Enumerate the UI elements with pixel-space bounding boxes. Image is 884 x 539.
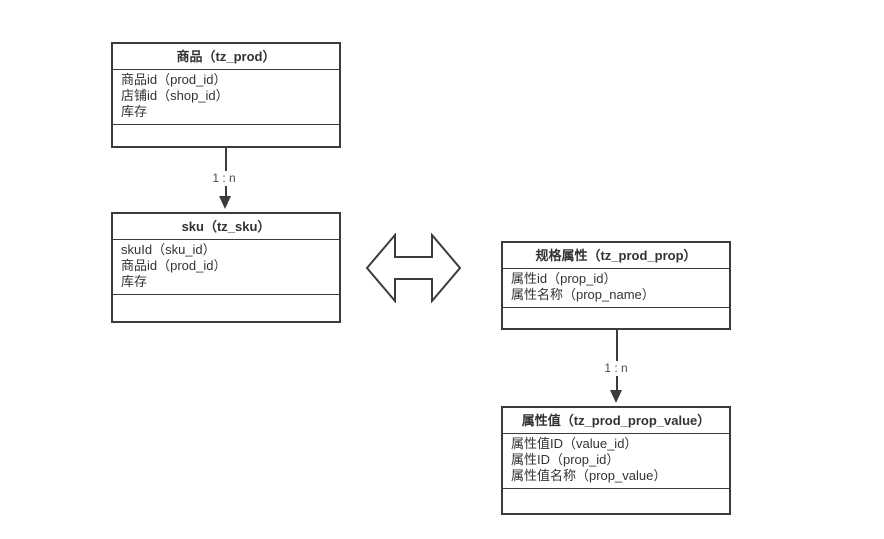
entity-sku-title: sku（tz_sku） <box>113 214 339 240</box>
entity-prod-prop-title: 规格属性（tz_prod_prop） <box>503 243 729 269</box>
entity-sku-footer <box>113 295 339 321</box>
entity-prod-fields: 商品id（prod_id） 店铺id（shop_id） 库存 <box>113 70 339 125</box>
entity-prod-prop: 规格属性（tz_prod_prop） 属性id（prop_id） 属性名称（pr… <box>501 241 731 330</box>
entity-prod-prop-value: 属性值（tz_prod_prop_value） 属性值ID（value_id） … <box>501 406 731 515</box>
connector-prop-value-line <box>616 330 618 390</box>
field: 属性名称（prop_name） <box>511 287 655 302</box>
field: skuId（sku_id） <box>121 242 216 257</box>
field: 属性ID（prop_id） <box>511 452 620 467</box>
field: 店铺id（shop_id） <box>121 88 229 103</box>
field: 商品id（prod_id） <box>121 258 227 273</box>
entity-sku: sku（tz_sku） skuId（sku_id） 商品id（prod_id） … <box>111 212 341 323</box>
connector-prop-value-label: 1 : n <box>594 361 638 376</box>
entity-prod-prop-footer <box>503 308 729 328</box>
connector-prop-value-arrowhead-icon <box>610 390 622 403</box>
double-arrow-icon <box>365 233 462 303</box>
field: 商品id（prod_id） <box>121 72 227 87</box>
entity-sku-fields: skuId（sku_id） 商品id（prod_id） 库存 <box>113 240 339 295</box>
entity-prod-prop-value-fields: 属性值ID（value_id） 属性ID（prop_id） 属性值名称（prop… <box>503 434 729 489</box>
connector-prod-sku-label: 1 : n <box>202 171 246 186</box>
entity-prod-prop-value-footer <box>503 489 729 513</box>
entity-prod: 商品（tz_prod） 商品id（prod_id） 店铺id（shop_id） … <box>111 42 341 148</box>
field: 属性值ID（value_id） <box>511 436 638 451</box>
field: 属性值名称（prop_value） <box>511 468 667 483</box>
field: 库存 <box>121 104 148 119</box>
entity-prod-footer <box>113 125 339 146</box>
connector-prod-sku-arrowhead-icon <box>219 196 231 209</box>
field: 属性id（prop_id） <box>511 271 617 286</box>
field: 库存 <box>121 274 148 289</box>
entity-prod-title: 商品（tz_prod） <box>113 44 339 70</box>
entity-prod-prop-value-title: 属性值（tz_prod_prop_value） <box>503 408 729 434</box>
entity-prod-prop-fields: 属性id（prop_id） 属性名称（prop_name） <box>503 269 729 308</box>
